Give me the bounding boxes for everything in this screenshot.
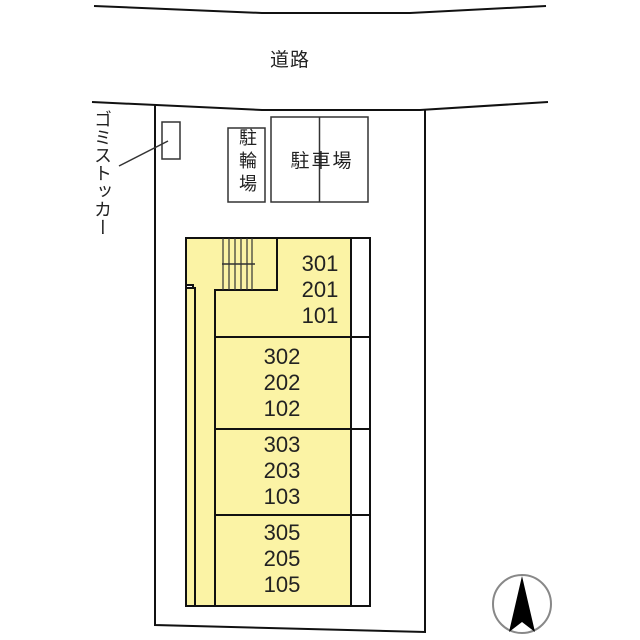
garbage-stocker-box <box>161 121 181 160</box>
road-label: 道路 <box>270 49 311 71</box>
bicycle-parking-label: 駐 輪 場 <box>231 127 265 196</box>
car-parking-label: 駐車場 <box>290 150 354 172</box>
road-edge-bottom <box>91 101 549 111</box>
garbage-leader-line <box>118 140 169 167</box>
road-edge-top <box>93 5 547 14</box>
room-number: 101 <box>301 303 339 328</box>
garbage-stocker-label: ゴミストッカー <box>91 110 112 236</box>
room-number: 202 <box>263 370 301 395</box>
unit-column-2: 302 202 102 <box>232 344 332 422</box>
room-number: 302 <box>263 344 301 369</box>
lot-boundary <box>154 105 426 634</box>
bicycle-parking-char: 場 <box>239 174 257 195</box>
room-number: 105 <box>263 572 301 597</box>
room-number: 203 <box>263 458 301 483</box>
room-number: 102 <box>263 396 301 421</box>
staircase <box>222 238 255 290</box>
room-number: 103 <box>263 484 301 509</box>
corridor-wall-outer <box>185 238 196 606</box>
room-number: 301 <box>301 251 339 276</box>
room-number: 201 <box>301 277 339 302</box>
bicycle-parking-char: 輪 <box>239 151 257 172</box>
corridor-wall-inner <box>214 238 278 606</box>
room-number: 305 <box>263 520 301 545</box>
unit-column-4: 305 205 105 <box>232 520 332 598</box>
north-arrow-icon <box>492 574 552 634</box>
bicycle-parking-char: 駐 <box>239 128 257 149</box>
room-number: 205 <box>263 546 301 571</box>
room-number: 303 <box>263 432 301 457</box>
unit-column-1: 301 201 101 <box>270 251 370 329</box>
bicycle-parking-box <box>227 127 266 203</box>
unit-column-3: 303 203 103 <box>232 432 332 510</box>
